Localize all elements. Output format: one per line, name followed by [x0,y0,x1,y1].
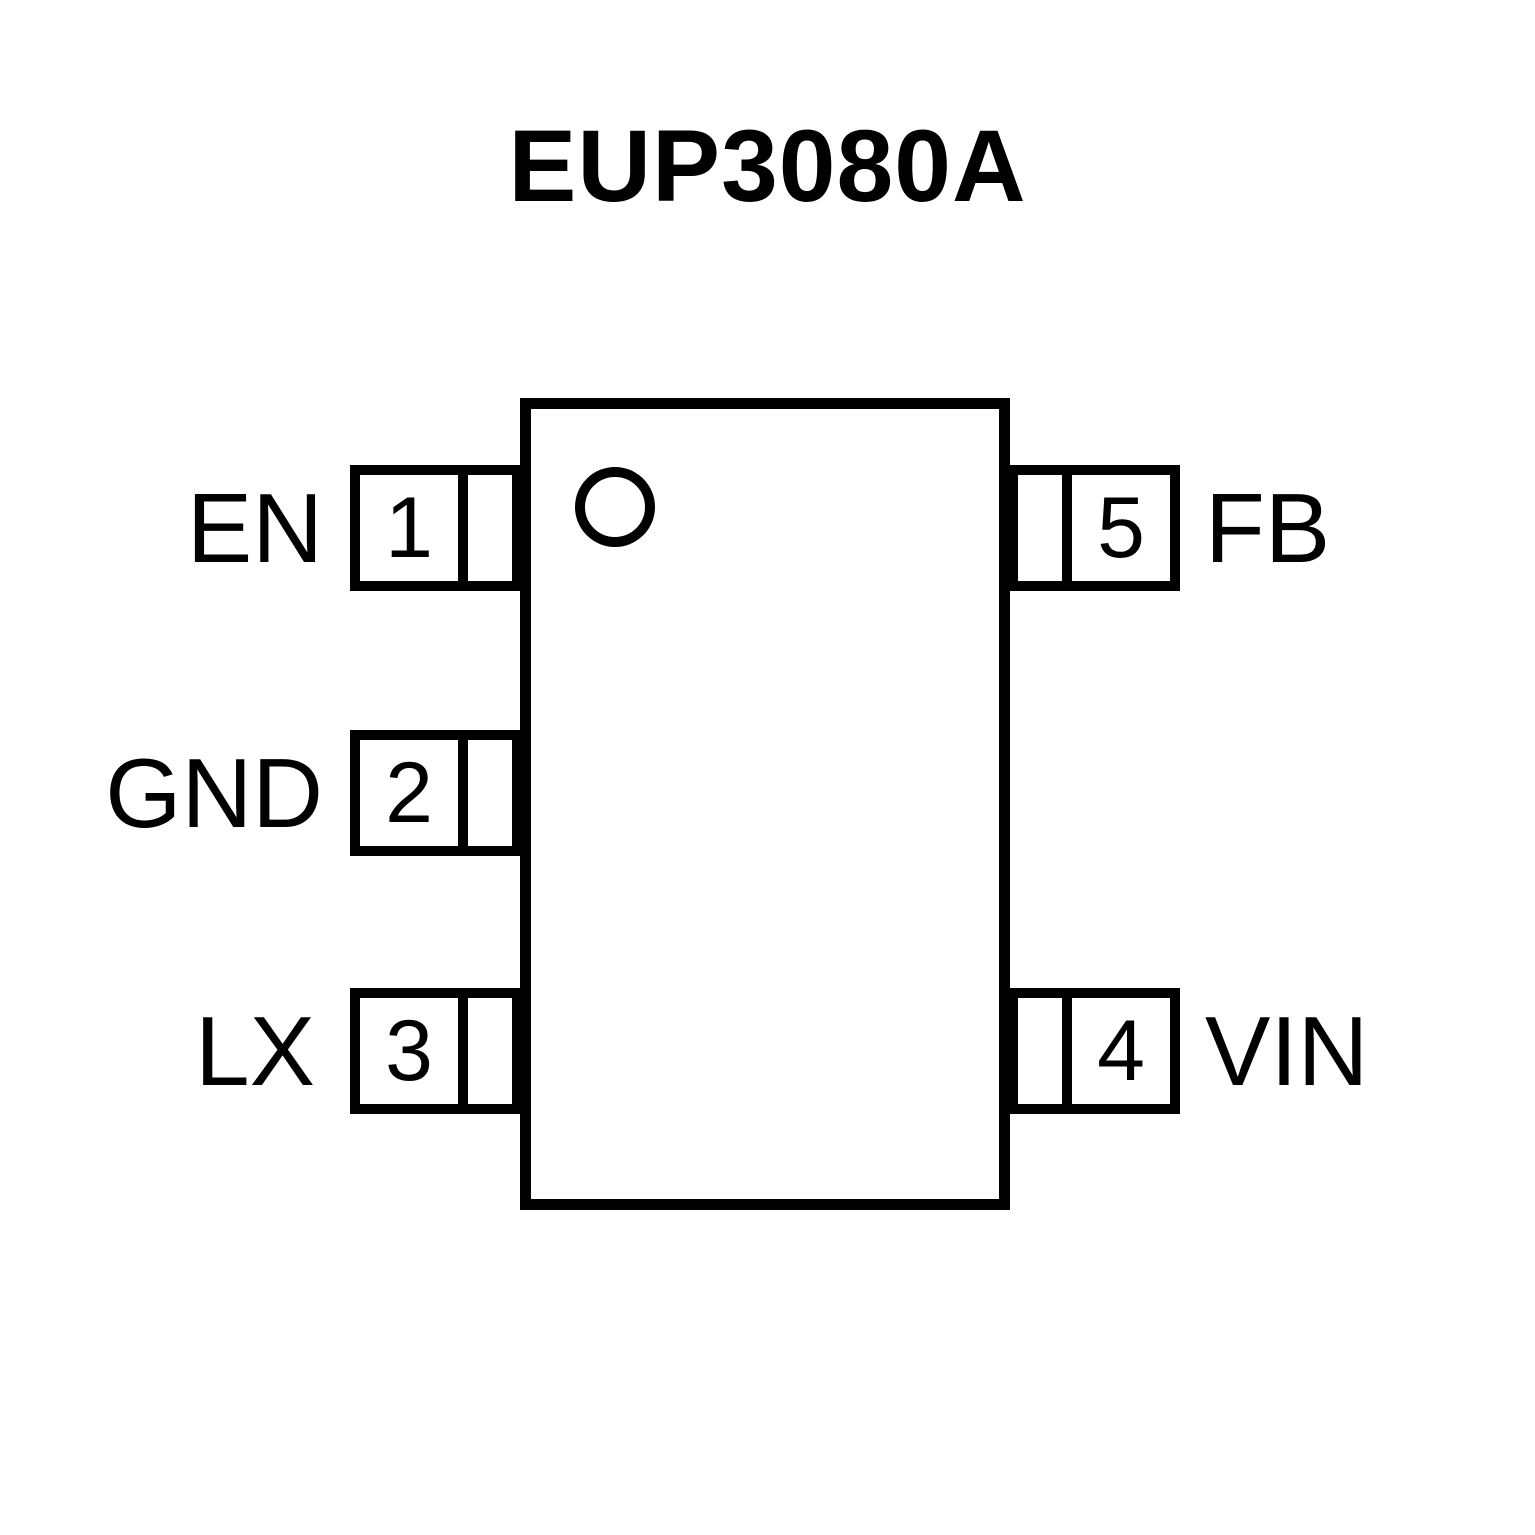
pin-5-number: 5 [1097,480,1145,576]
pin-2: 2 [350,730,522,856]
pin-3: 3 [350,988,522,1114]
pin-3-stub [468,998,512,1104]
pin-5: 5 [1008,465,1180,591]
pin-label-vin: VIN [1205,996,1369,1106]
pin-5-stub [1018,475,1072,581]
pin-2-number: 2 [360,740,468,846]
pin-4-number: 4 [1097,1003,1145,1099]
pin-1-number: 1 [360,475,468,581]
pin-4-stub [1018,998,1072,1104]
pin-label-en: EN [186,473,323,583]
pin-2-stub [468,740,512,846]
pin-label-fb: FB [1205,473,1331,583]
pin-one-indicator-icon [575,467,655,547]
chip-title: EUP3080A [508,109,1027,223]
pin-1-stub [468,475,512,581]
pin-1: 1 [350,465,522,591]
pin-label-lx: LX [195,996,315,1106]
pin-label-gnd: GND [105,738,323,848]
pin-4: 4 [1008,988,1180,1114]
pin-3-number: 3 [360,998,468,1104]
